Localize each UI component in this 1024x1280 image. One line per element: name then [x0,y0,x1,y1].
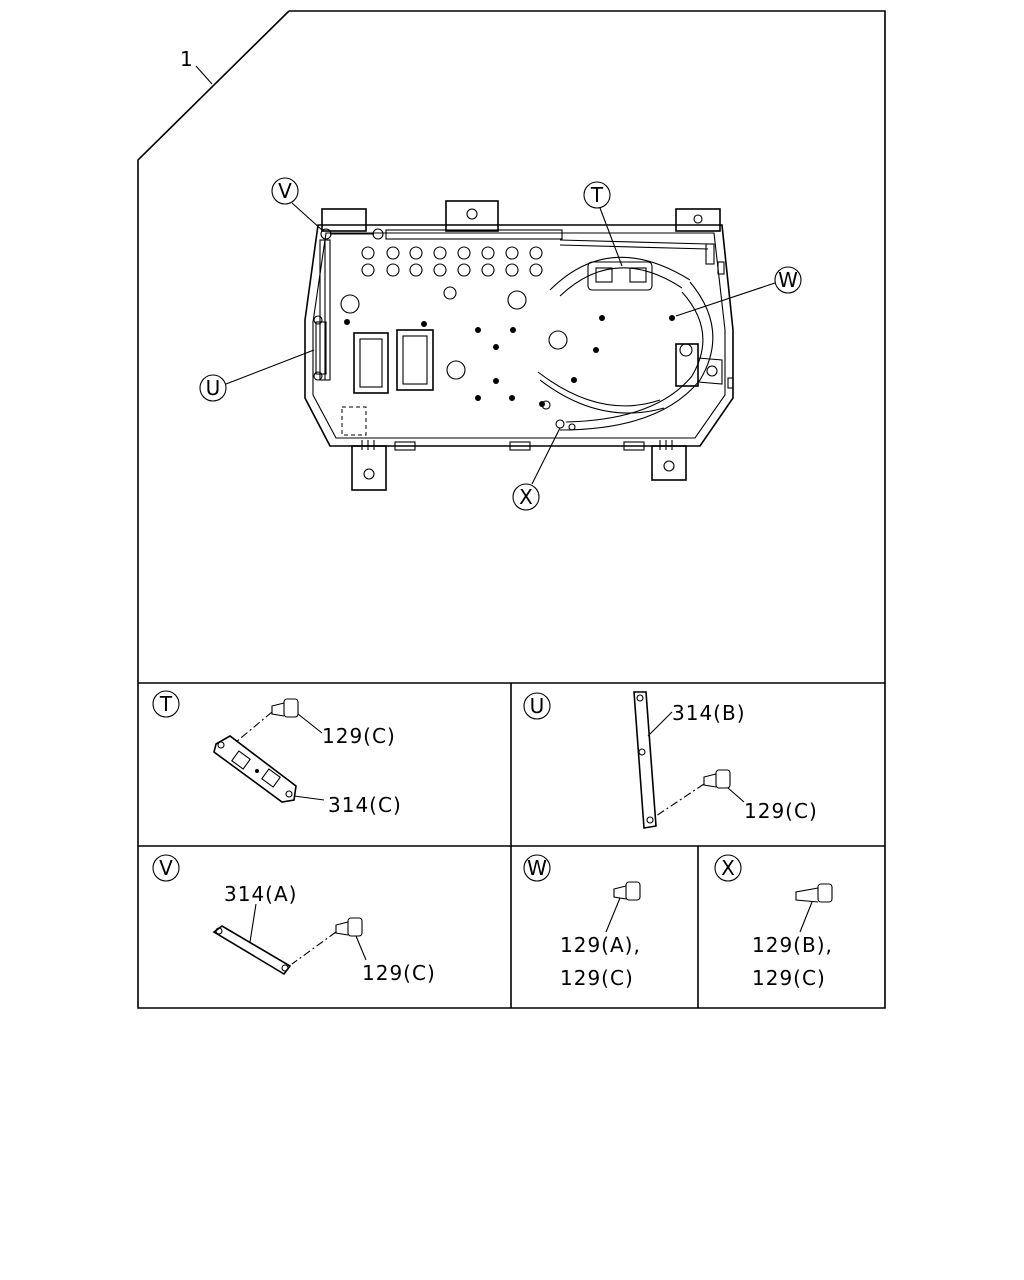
plate-icon [212,925,292,976]
callout-T: T [583,181,623,267]
screw-icon [795,883,833,903]
screw-icon [613,881,641,901]
plate-icon [213,735,297,803]
detail-U-plate: 314(B) [672,701,746,725]
plate-icon [633,691,657,829]
detail-X: X 129(B), 129(C) [714,854,833,990]
screw-icon [335,917,363,937]
detail-V-screw: 129(C) [362,961,436,985]
callout-U: U [199,349,315,402]
callout-X: X [512,427,561,511]
detail-U-screw: 129(C) [744,799,818,823]
part-number-callout: 1 [180,47,213,85]
meter-cluster-assembly [304,200,734,491]
detail-V-plate: 314(A) [224,882,297,906]
callout-U-label: U [206,376,221,400]
detail-W-line2: 129(C) [560,966,634,990]
detail-X-tag: X [721,856,735,880]
callout-V-label: V [278,179,292,203]
detail-T-tag: T [159,692,173,716]
callout-W-label: W [778,268,798,292]
screw-icon [271,698,299,718]
detail-W-tag: W [527,856,547,880]
detail-X-line1: 129(B), [752,933,833,957]
detail-T: T 129(C) 314(C) [152,690,402,817]
callout-W: W [675,266,802,317]
callout-T-label: T [590,183,604,207]
bulb-socket-grid [361,246,543,300]
part-number: 1 [180,47,194,71]
detail-W-line1: 129(A), [560,933,641,957]
detail-X-line2: 129(C) [752,966,826,990]
callout-X-label: X [519,485,533,509]
detail-U-tag: U [530,694,545,718]
detail-T-plate: 314(C) [328,793,402,817]
diagram-frame [137,10,886,1009]
callout-V: V [271,177,323,231]
detail-V: V 314(A) 129(C) [152,854,436,985]
detail-W: W 129(A), 129(C) [523,854,641,990]
detail-V-tag: V [159,856,173,880]
screw-icon [703,769,731,789]
detail-T-screw: 129(C) [322,724,396,748]
detail-U: U 314(B) 129(C) [523,691,818,829]
